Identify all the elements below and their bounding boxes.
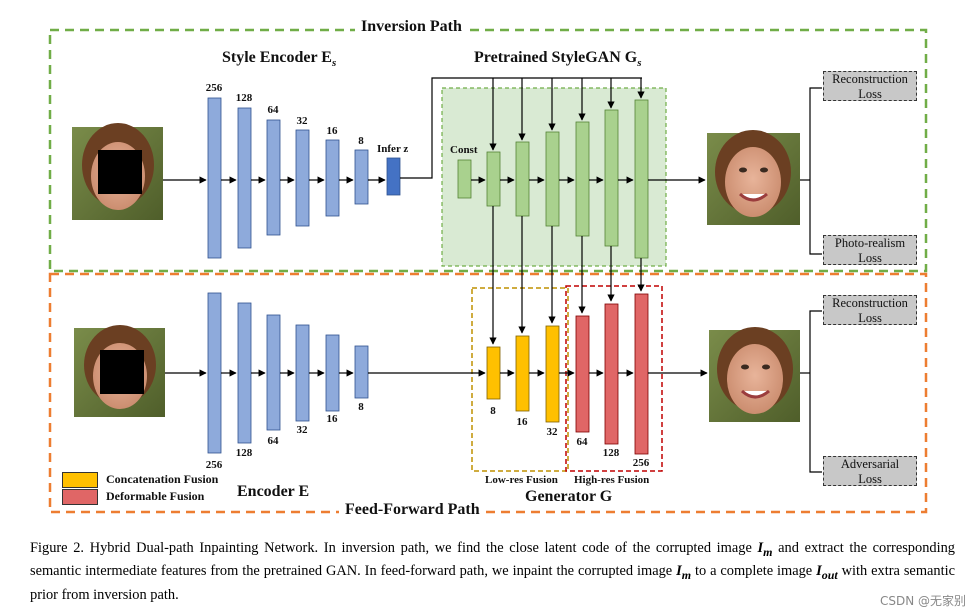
style-encoder-layers [207, 97, 401, 259]
style-encoder-dim-32: 32 [296, 115, 308, 127]
style-encoder-layer-128 [237, 107, 252, 249]
stylegan-const [457, 159, 472, 199]
generator-dim-64: 64 [576, 436, 588, 448]
input-face-bottom [74, 325, 165, 417]
encoder-dim-64: 64 [267, 435, 279, 447]
inversion-path-region [48, 28, 928, 273]
style-encoder-layer-8 [354, 149, 369, 205]
stylegan-layer-32 [545, 131, 560, 227]
encoder-layers [207, 292, 369, 454]
style-encoder-arrows [163, 77, 645, 184]
high-res-fusion-label: High-res Fusion [574, 474, 650, 486]
generator-dim-128: 128 [602, 447, 620, 459]
legend-concatenation-swatch [62, 472, 98, 488]
diagram-canvas [48, 28, 928, 514]
stylegan-layer-64 [575, 121, 590, 237]
encoder-layer-8 [354, 345, 369, 399]
style-encoder-dim-16: 16 [326, 125, 338, 137]
style-encoder-layer-32 [295, 129, 310, 227]
figure-caption: Figure 2. Hybrid Dual-path Inpainting Ne… [30, 540, 955, 603]
stylegan-layer-256 [634, 99, 649, 259]
inversion-path-title: Inversion Path [355, 18, 468, 36]
generator-layer-32 [545, 325, 560, 423]
encoder-layer-64 [266, 314, 281, 431]
generator-layer-16 [515, 335, 530, 412]
generator-title: Generator G [523, 488, 615, 506]
legend-concatenation-label: Concatenation Fusion [106, 472, 219, 486]
legend-deformable-swatch [62, 489, 98, 505]
generator-layer-128 [604, 303, 619, 445]
feed-forward-path-title: Feed-Forward Path [339, 501, 486, 519]
encoder-dim-32: 32 [296, 424, 308, 436]
style-encoder-layer-256 [207, 97, 222, 259]
legend-deformable-label: Deformable Fusion [106, 489, 205, 503]
latent-z [386, 157, 401, 196]
encoder-dim-256: 256 [205, 459, 223, 471]
encoder-layer-256 [207, 292, 222, 454]
infer-z-label: Infer z [377, 143, 409, 155]
style-encoder-layer-64 [266, 119, 281, 236]
output-face-bottom [709, 327, 800, 422]
generator-dim-256: 256 [632, 457, 650, 469]
encoder-title: Encoder E [237, 483, 310, 500]
style-encoder-title: Style Encoder Es [222, 49, 337, 70]
stylegan-layer-16 [515, 141, 530, 217]
encoder-layer-128 [237, 302, 252, 444]
generator-dim-16: 16 [516, 416, 528, 428]
encoder-dim-8: 8 [358, 401, 364, 413]
output-face-top [707, 130, 800, 225]
generator-layers [486, 293, 649, 455]
style-encoder-layer-16 [325, 139, 340, 217]
generator-layer-8 [486, 346, 501, 400]
encoder-layer-16 [325, 334, 340, 412]
style-encoder-dim-64: 64 [267, 104, 279, 116]
style-encoder-dim-128: 128 [235, 92, 253, 104]
stylegan-layer-8 [486, 151, 501, 207]
feed-forward-path-region [48, 272, 928, 514]
encoder-dim-16: 16 [326, 413, 338, 425]
input-face-top [72, 123, 163, 220]
generator-dim-32: 32 [546, 426, 558, 438]
encoder-dim-128: 128 [235, 447, 253, 459]
loss-brackets [800, 87, 822, 473]
style-encoder-dim-256: 256 [205, 82, 223, 94]
pretrained-stylegan-title: Pretrained StyleGAN Gs [474, 49, 642, 70]
stylegan-layers [457, 99, 649, 259]
generator-layer-64 [575, 315, 590, 433]
watermark: CSDN @无家别 [879, 594, 966, 608]
high-res-fusion-region [565, 285, 663, 472]
style-encoder-dim-8: 8 [358, 135, 364, 147]
low-res-fusion-label: Low-res Fusion [485, 474, 558, 486]
network-diagram: Inversion Path Feed-Forward Path Style E… [48, 18, 928, 519]
stylegan-layer-128 [604, 109, 619, 247]
generator-layer-256 [634, 293, 649, 455]
low-res-fusion-region [471, 287, 569, 472]
const-label: Const [450, 144, 478, 156]
encoder-layer-32 [295, 324, 310, 422]
generator-dim-8: 8 [490, 405, 496, 417]
stylegan-arrows [471, 176, 706, 345]
